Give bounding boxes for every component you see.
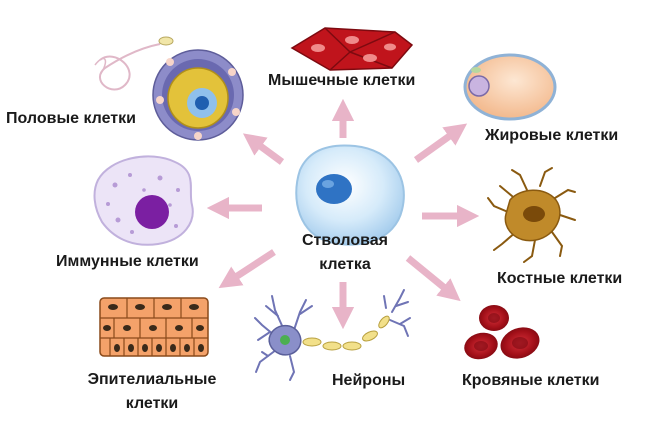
neuron-icon xyxy=(254,289,411,381)
arrow-to-germ xyxy=(242,133,285,165)
label-neurons: Нейроны xyxy=(332,372,406,389)
arrow-to-fat xyxy=(413,123,468,163)
immune-cell-icon xyxy=(93,155,194,246)
epithelial-cells-icon xyxy=(99,297,209,357)
label-bone-cells: Костные клетки xyxy=(497,270,623,287)
germ-cells-icon xyxy=(94,36,244,141)
blood-cells-icon xyxy=(464,305,540,360)
label-stem-cell-line2: клетка xyxy=(319,256,371,273)
label-stem-cell: Стволовая клетка xyxy=(290,230,400,276)
label-muscle-cells: Мышечные клетки xyxy=(268,72,416,89)
stem-cell-icon xyxy=(295,144,405,246)
fat-cell-icon xyxy=(463,53,557,121)
label-fat-cells: Жировые клетки xyxy=(485,127,619,144)
arrow-to-epithelial xyxy=(218,249,276,289)
label-blood-cells: Кровяные клетки xyxy=(462,372,600,389)
bone-cell-icon xyxy=(487,167,576,263)
label-germ-cells: Половые клетки xyxy=(6,110,136,127)
label-epithelial-line2: клетки xyxy=(125,395,179,412)
label-immune-cells: Иммунные клетки xyxy=(56,253,199,270)
label-epithelial-line1: Эпителиальные xyxy=(87,371,217,388)
arrow-to-blood xyxy=(405,255,461,302)
label-stem-cell-line1: Стволовая xyxy=(302,232,388,249)
muscle-cells-icon xyxy=(290,27,414,71)
label-epithelial-cells: Эпителиальные клетки xyxy=(80,369,224,415)
arrows xyxy=(206,98,480,330)
